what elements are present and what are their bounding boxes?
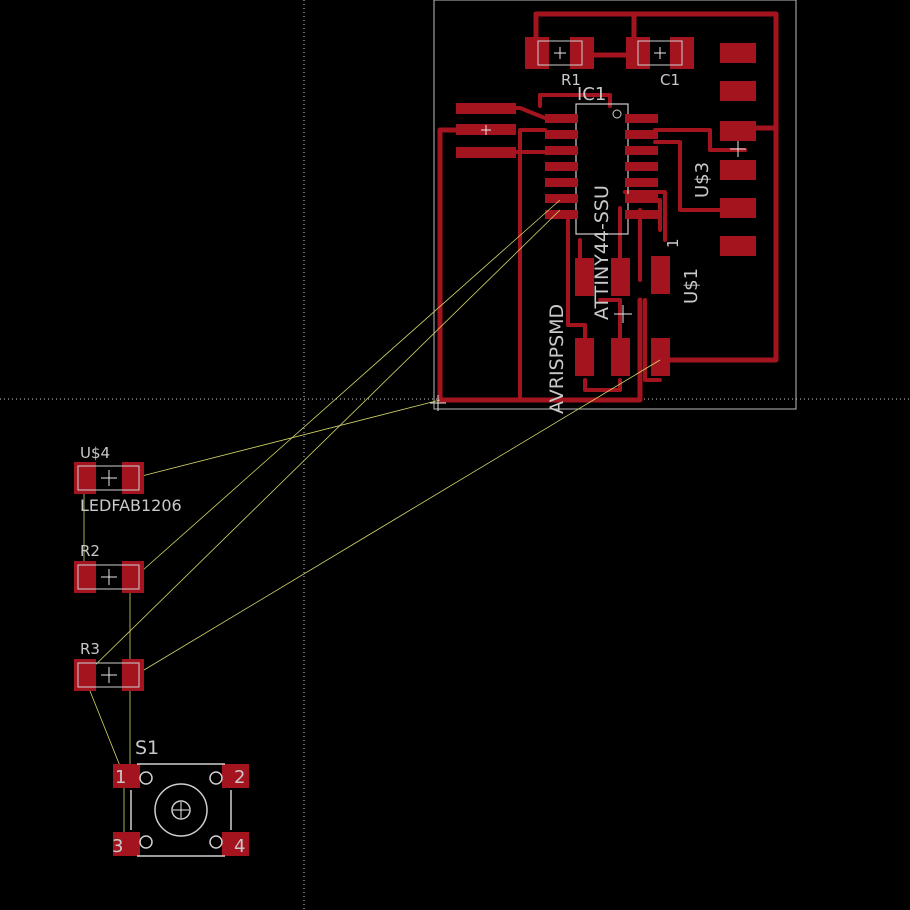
- u4-label: U$4: [80, 444, 110, 462]
- s1-pin4-label: 4: [234, 836, 245, 857]
- airwires: [83, 199, 661, 846]
- s1-pin2-label: 2: [234, 767, 245, 788]
- ic1-left-pads: [545, 114, 578, 219]
- s1-pin3-label: 3: [112, 836, 123, 857]
- ic1-label: IC1: [577, 84, 606, 105]
- resistor-r1[interactable]: R1: [525, 37, 594, 89]
- copper-traces: [437, 11, 779, 403]
- r3-label: R3: [80, 640, 100, 658]
- avr-label: AVRISPSMD: [546, 304, 568, 414]
- component-origin-icon: [654, 47, 666, 59]
- resistor-r3[interactable]: R3: [74, 640, 144, 691]
- ic1-value-label: ATTINY44-SSU: [591, 185, 613, 320]
- u3-label: U$3: [692, 162, 713, 198]
- component-origin-icon: [101, 470, 117, 486]
- u1-pin-label: 1: [664, 238, 682, 248]
- led-value-label: LEDFAB1206: [80, 496, 182, 515]
- s1-pin1-label: 1: [115, 767, 126, 788]
- pad-pair-left[interactable]: [456, 103, 516, 158]
- ic1-right-pads: [625, 114, 658, 219]
- switch-s1[interactable]: S1 1 2 3 4: [112, 737, 249, 857]
- component-u1[interactable]: 1 U$1: [651, 238, 702, 304]
- origin-crosshair-icon: [430, 395, 446, 411]
- component-origin-icon: [730, 141, 746, 157]
- s1-label: S1: [135, 737, 159, 759]
- resistor-r2[interactable]: R2: [74, 542, 144, 593]
- r2-label: R2: [80, 542, 100, 560]
- component-origin-icon: [101, 569, 117, 585]
- u1-label: U$1: [681, 268, 702, 304]
- led-u4[interactable]: U$4 LEDFAB1206: [74, 444, 182, 515]
- connector-avrisp[interactable]: AVRISPSMD: [546, 258, 670, 414]
- board-outline: [433, 0, 797, 410]
- tactile-switch-icon: [130, 763, 232, 857]
- r1-label: R1: [561, 71, 581, 89]
- component-origin-icon: [554, 47, 566, 59]
- capacitor-c1[interactable]: C1: [626, 37, 694, 89]
- connector-u3[interactable]: U$3: [692, 43, 756, 256]
- component-origin-icon: [481, 125, 491, 135]
- component-origin-icon: [101, 667, 117, 683]
- ic1-attiny44[interactable]: IC1 ATTINY44-SSU: [545, 84, 658, 320]
- component-origin-icon: [614, 305, 632, 323]
- c1-label: C1: [660, 71, 680, 89]
